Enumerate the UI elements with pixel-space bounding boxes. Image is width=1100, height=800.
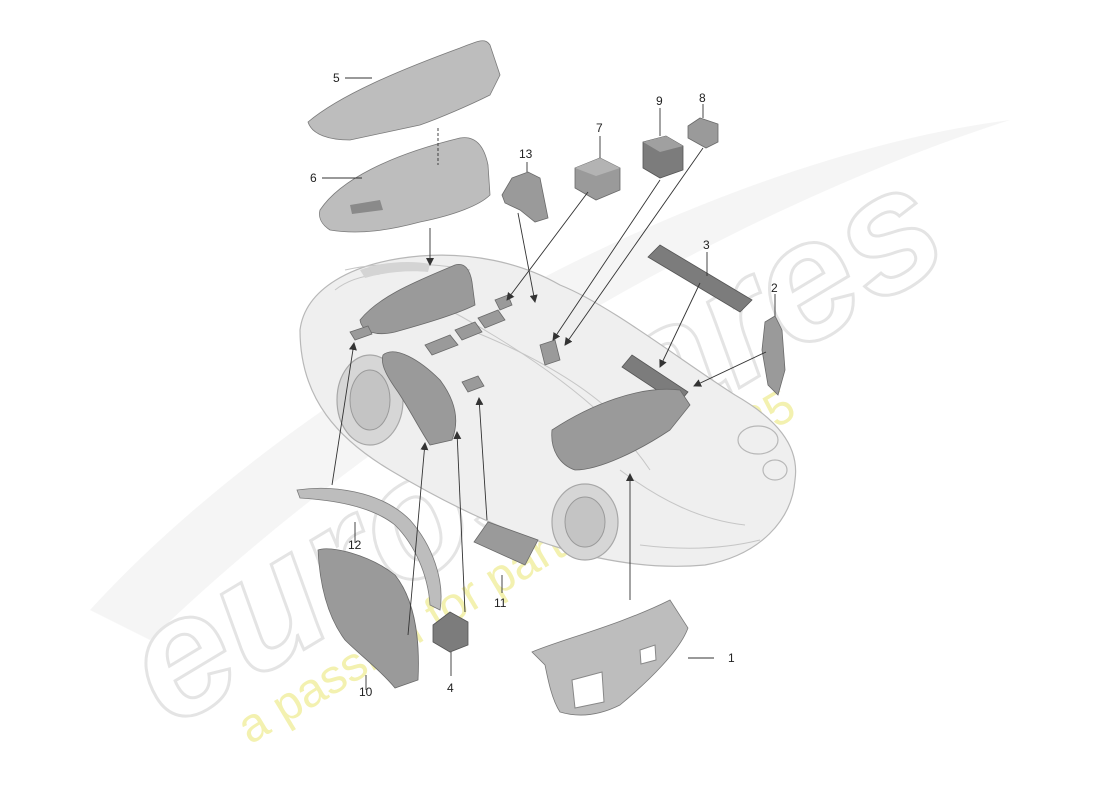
callout-3: 3 [703, 238, 710, 252]
car-body [299, 254, 797, 567]
callout-12: 12 [348, 538, 362, 552]
part-11 [473, 521, 539, 566]
part-12 [296, 487, 442, 611]
part-engine-insulation [359, 263, 476, 335]
callout-9: 9 [656, 94, 663, 108]
callout-1: 1 [728, 651, 735, 665]
callout-2: 2 [771, 281, 778, 295]
callout-4: 4 [447, 681, 454, 695]
callouts: 1 2 3 4 5 6 7 8 9 10 11 12 13 [310, 71, 778, 699]
part-9 [642, 135, 684, 179]
front-wheel [551, 483, 619, 561]
part-10 [317, 548, 419, 689]
callout-8: 8 [699, 91, 706, 105]
callout-13: 13 [519, 147, 533, 161]
callout-6: 6 [310, 171, 317, 185]
part-6-cover [319, 137, 491, 233]
part-8 [687, 117, 719, 149]
callout-7: 7 [596, 121, 603, 135]
part-4 [432, 611, 469, 653]
part-1-bulkhead [531, 599, 689, 716]
part-inner-fender [381, 351, 457, 446]
part-3-strip-upper [647, 244, 753, 313]
callout-11: 11 [494, 596, 507, 610]
part-5-cover [307, 40, 501, 141]
watermark-swoosh [90, 120, 1010, 640]
leader-lines [322, 77, 776, 690]
part-13 [501, 171, 549, 223]
callout-5: 5 [333, 71, 340, 85]
part-2 [761, 315, 786, 396]
part-front-insulation-installed [551, 388, 691, 471]
part-7 [574, 157, 621, 201]
callout-10: 10 [359, 685, 373, 699]
part-floor-pads [349, 294, 561, 393]
